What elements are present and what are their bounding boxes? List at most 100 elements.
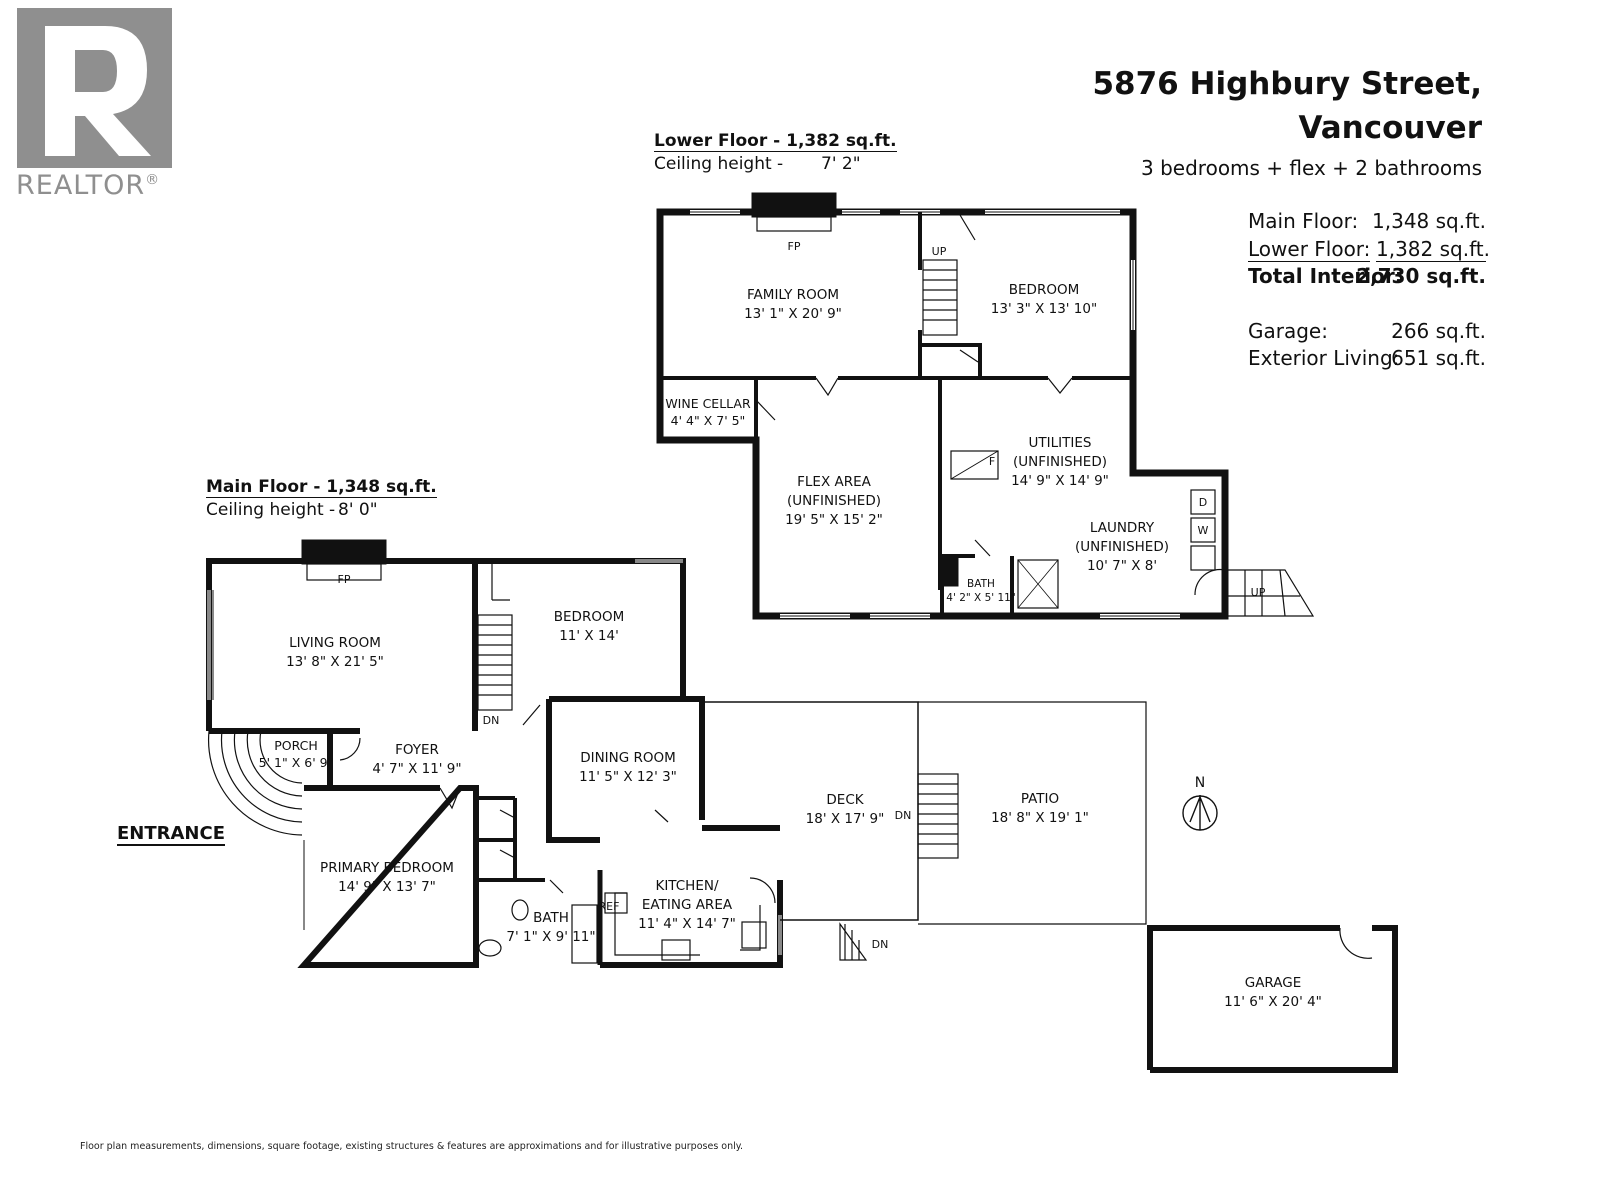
dining-walls [546,696,705,843]
lower-floor-ceiling-value: 7' 2" [821,154,861,174]
stat-label-garage: Garage: [1248,319,1328,343]
room-garage-name: GARAGE [1245,975,1302,991]
room-garage-dims: 11' 6" X 20' 4" [1224,994,1322,1010]
room-foyer-name: FOYER [395,742,439,758]
room-wine-name: WINE CELLAR [665,396,751,411]
lower-windows [690,210,1180,618]
primary-bedroom-walls [297,785,479,968]
room-laundry-name: LAUNDRY [1090,520,1155,536]
lower-shower [1017,559,1059,609]
deck-stairs [917,773,959,859]
room-flex-sub: (UNFINISHED) [787,493,881,509]
main-bath-walls [473,870,603,965]
room-lower-bath-name: BATH [967,578,995,590]
kitchen-range [661,939,691,961]
stat-label-total: Total Interior: [1248,264,1403,288]
lower-stairs [922,259,958,336]
lower-floor-ceiling-label: Ceiling height - [654,154,784,174]
room-family-name: FAMILY ROOM [747,287,839,303]
stat-value-total: 2,730 sq.ft. [1356,264,1486,288]
kitchen-sink [741,921,767,949]
room-living-dims: 13' 8" X 21' 5" [286,654,384,670]
room-kitchen-dims: 11' 4" X 14' 7" [638,916,736,932]
main-dn-mark: DN [483,714,500,727]
laundry-fixtures [1190,489,1216,571]
main-hearth [306,563,382,581]
dining-door-swings [522,704,669,823]
porch-wall [302,728,333,790]
main-fireplace [301,539,387,565]
hall-closets [476,796,545,882]
lower-bath-block [941,555,959,587]
main-fp-mark: FP [338,573,351,586]
bedroom-closet [491,561,510,601]
realtor-name: REALTOR [16,170,146,201]
room-lower-bedroom-dims: 13' 3" X 13' 10" [991,301,1097,317]
north-compass-icon [1182,795,1218,831]
kitchen-walls [600,825,783,968]
room-patio-name: PATIO [1021,791,1059,807]
lower-floor-heading: Lower Floor - 1,382 sq.ft. [654,131,897,152]
room-utilities-name: UTILITIES [1029,435,1092,451]
room-dining-name: DINING ROOM [580,750,676,766]
room-primary-dims: 14' 9" X 13' 7" [338,879,436,895]
room-main-bedroom-dims: 11' X 14' [559,628,619,644]
lower-exterior-stairs [1224,569,1315,617]
lower-floor-plan [656,192,1315,620]
room-deck-name: DECK [826,792,864,808]
room-family-dims: 13' 1" X 20' 9" [744,306,842,322]
lower-exterior-door [1194,568,1226,596]
room-laundry-sub: (UNFINISHED) [1075,539,1169,555]
lower-fireplace [751,192,837,218]
room-kitchen-name2: EATING AREA [642,897,733,913]
compass-n-label: N [1195,775,1205,791]
lower-stair-closet [920,343,982,378]
dryer-mark: D [1199,496,1207,509]
realtor-mark: ® [145,172,161,188]
room-utilities-sub: (UNFINISHED) [1013,454,1107,470]
room-living-name: LIVING ROOM [289,635,381,651]
entrance-label: ENTRANCE [117,823,225,846]
lower-hearth [756,216,832,232]
stat-value-garage: 266 sq.ft. [1391,319,1486,343]
bath-sink [511,899,529,921]
porch-door [339,737,361,761]
closet-doors [499,809,564,894]
room-lower-bath-dims: 4' 2" X 5' 11" [946,592,1015,604]
deck-stairs-down [839,922,868,961]
room-primary-name: PRIMARY BEDROOM [320,860,454,876]
realtor-wordmark: REALTOR® [16,170,160,201]
property-summary: 3 bedrooms + flex + 2 bathrooms [1141,156,1482,180]
main-stairs [477,614,513,711]
garage-walls [1147,925,1398,1073]
lower-ext-up-mark: UP [1251,586,1266,599]
room-lower-bedroom-name: BEDROOM [1009,282,1079,298]
ref-mark: REF [599,900,620,913]
room-porch-name: PORCH [274,738,318,753]
stat-value-main: 1,348 sq.ft. [1372,209,1486,233]
garage-door [1339,927,1373,959]
lower-interior-walls [660,212,1133,590]
main-floor-ceiling-value: 8' 0" [338,500,378,520]
disclaimer-text: Floor plan measurements, dimensions, squ… [80,1141,744,1152]
realtor-logo-icon [17,8,172,168]
room-flex-name: FLEX AREA [797,474,872,490]
room-utilities-dims: 14' 9" X 14' 9" [1011,473,1109,489]
deck-down-dn-mark: DN [872,938,889,951]
room-laundry-dims: 10' 7" X 8' [1087,558,1157,574]
stat-label-exterior: Exterior Living: [1248,346,1400,370]
room-patio-dims: 18' 8" X 19' 1" [991,810,1089,826]
room-wine-dims: 4' 4" X 7' 5" [671,413,746,428]
main-floor-heading: Main Floor - 1,348 sq.ft. [206,477,437,498]
stat-value-exterior: 651 sq.ft. [1391,346,1486,370]
room-flex-dims: 19' 5" X 15' 2" [785,512,883,528]
address-line-1: 5876 Highbury Street, [1092,66,1482,102]
address-line-2: Vancouver [1298,110,1482,146]
room-main-bath-name: BATH [533,910,569,926]
lower-fp-mark: FP [788,240,801,253]
room-porch-dims: 5' 1" X 6' 9" [259,755,334,770]
patio-outline [918,701,1147,925]
lower-up-mark: UP [932,245,947,258]
